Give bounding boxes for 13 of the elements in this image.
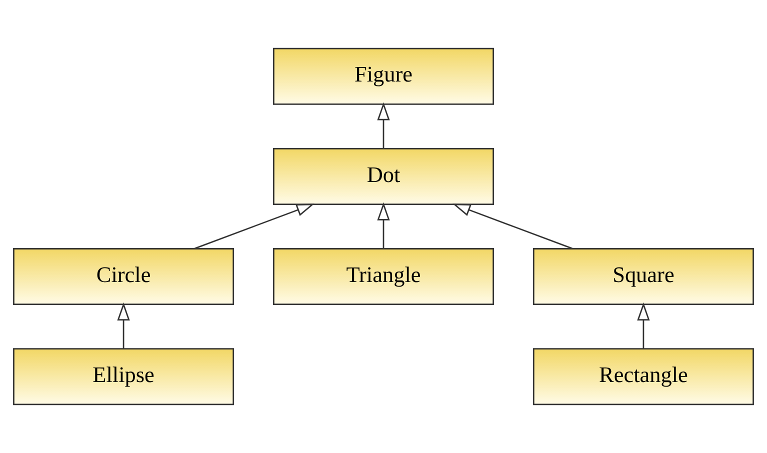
arrow [637, 302, 650, 349]
node-box: Square [532, 248, 754, 306]
arrow [377, 202, 390, 249]
node-box: Rectangle [532, 348, 754, 406]
node-box: Dot [272, 148, 494, 205]
node-box: Triangle [272, 248, 494, 306]
arrow [194, 204, 315, 250]
arrow [452, 204, 573, 250]
node-box: Circle [13, 248, 234, 306]
node-box: Figure [272, 48, 494, 105]
arrow [377, 102, 390, 148]
node-box: Ellipse [13, 348, 234, 406]
arrow [117, 302, 130, 349]
